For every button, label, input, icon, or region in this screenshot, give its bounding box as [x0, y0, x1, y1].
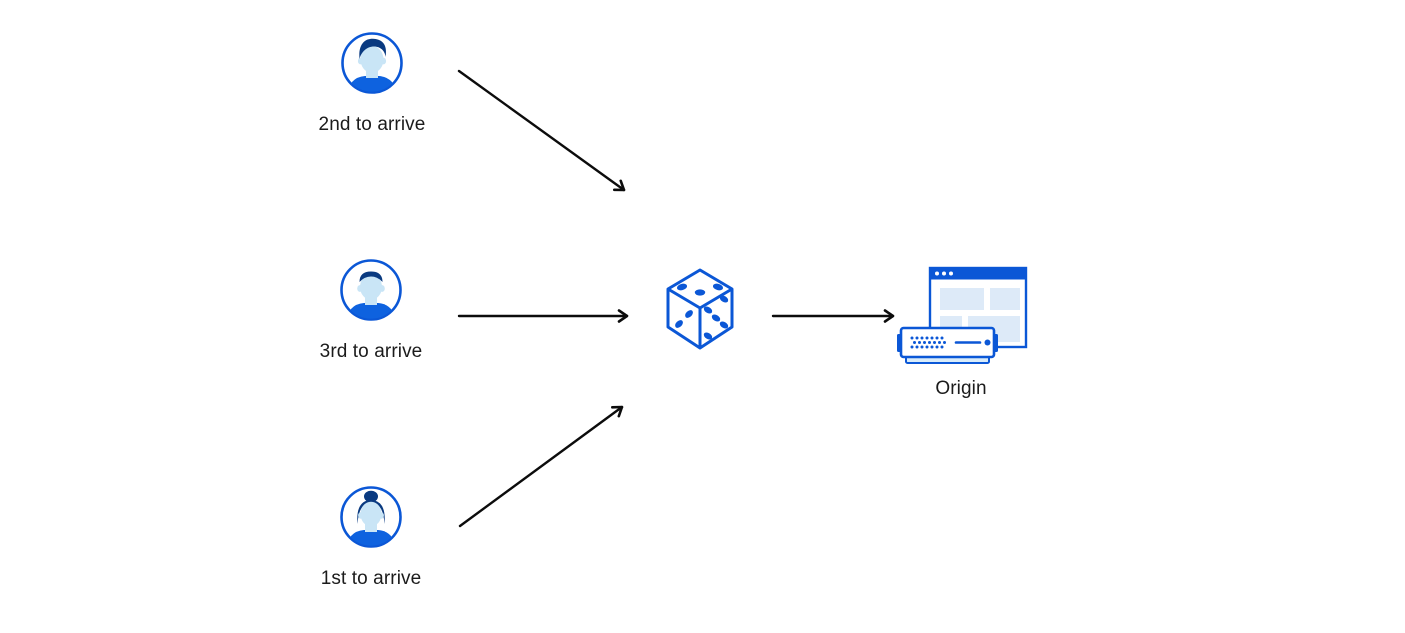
origin-server-icon: [897, 266, 1028, 364]
user-node-2nd: 2nd to arrive: [297, 32, 447, 136]
user-avatar-woman-bun-icon: [340, 486, 402, 548]
user-label: 2nd to arrive: [318, 114, 426, 135]
user-node-3rd: 3rd to arrive: [296, 259, 446, 363]
dice-node: [666, 268, 734, 350]
user-label: 1st to arrive: [320, 568, 422, 589]
dice-icon: [666, 268, 734, 350]
origin-node: Origin: [894, 264, 1028, 400]
origin-label: Origin: [935, 378, 987, 399]
user-label: 3rd to arrive: [319, 341, 423, 362]
arrow-user2nd-to-dice: [457, 69, 626, 192]
user-avatar-man-flattop-icon: [340, 259, 402, 321]
user-avatar-man-quiff-icon: [341, 32, 403, 94]
arrow-user1st-to-dice: [458, 405, 624, 528]
user-node-1st: 1st to arrive: [296, 486, 446, 590]
